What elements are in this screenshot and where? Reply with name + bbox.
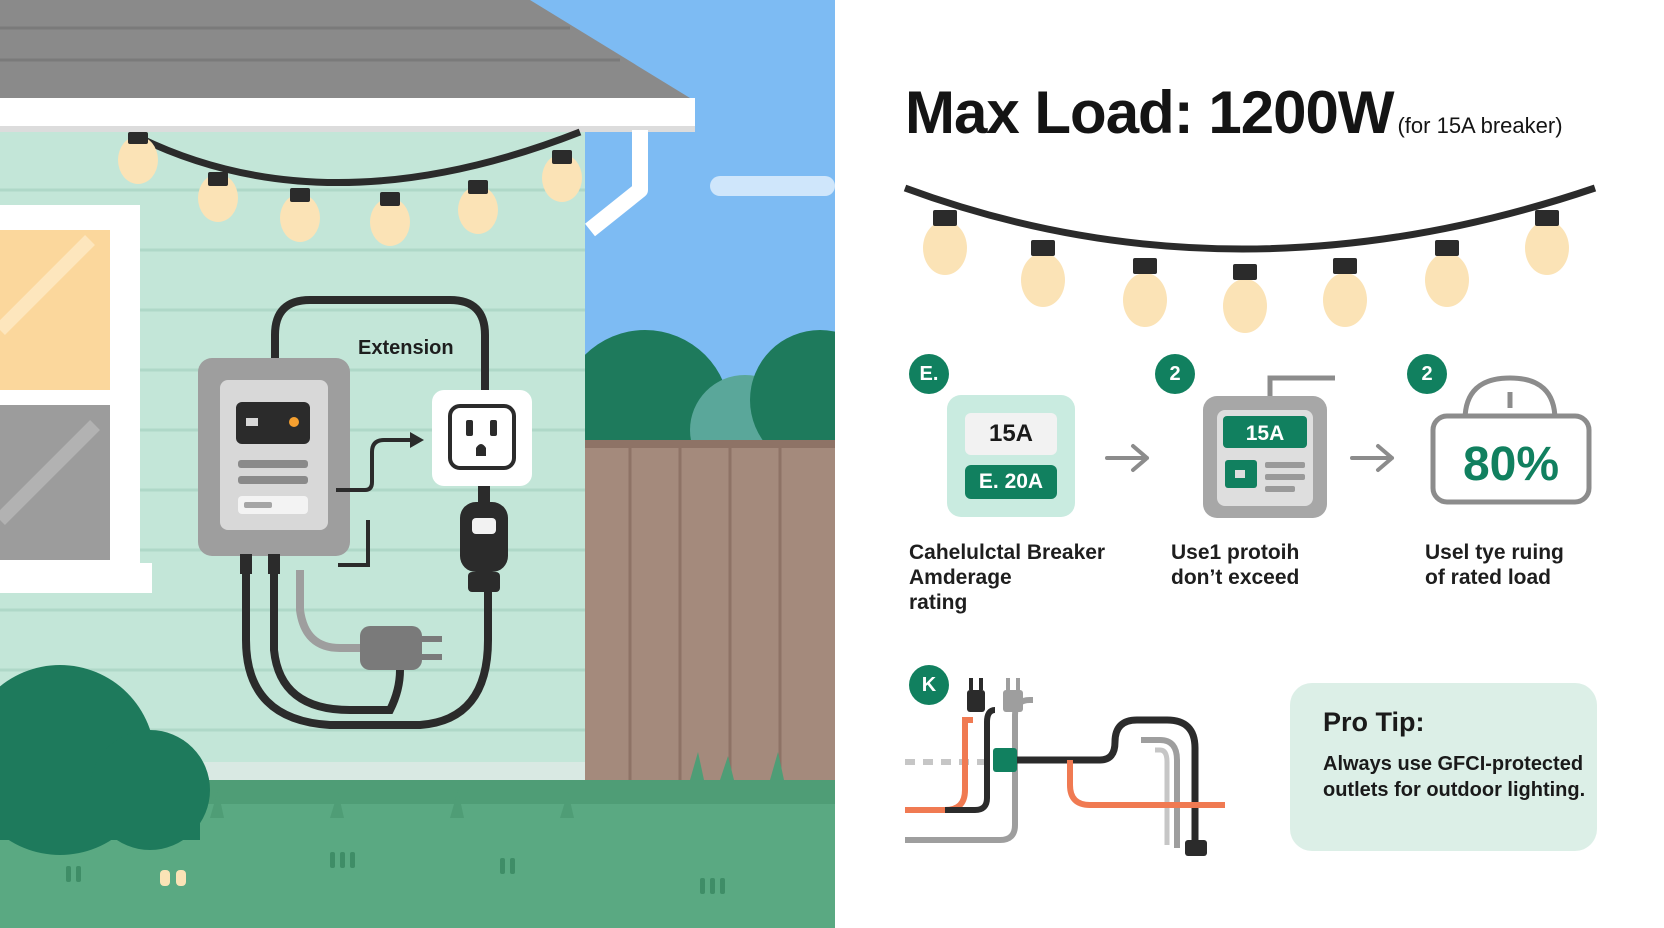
pro-tip-title: Pro Tip: [1323, 707, 1425, 737]
wooden-fence [585, 440, 835, 780]
info-panel: Max Load: 1200W(for 15A breaker) E. 2 2 … [835, 0, 1664, 928]
load-gauge-icon: 80% [1430, 375, 1592, 505]
step-1-caption: Cahelulctal Breaker Amderage rating [909, 541, 1106, 614]
pro-tip-body: Always use GFCI-protected outlets for ou… [1323, 753, 1586, 801]
extension-label: Extension [358, 337, 454, 359]
extension-cord [271, 296, 489, 500]
step-2-caption: Use1 protoih don’t exceed [1171, 541, 1300, 589]
window [0, 205, 152, 593]
foreground-bush [0, 665, 210, 855]
amperage-tile: 15A E. 20A [947, 395, 1075, 517]
page-title: Max Load: 1200W(for 15A breaker) [905, 78, 1563, 147]
breaker-note: (for 15A breaker) [1397, 113, 1563, 138]
roof [0, 0, 695, 132]
string-lights-icon [903, 184, 1597, 333]
house-scene: Extension [0, 0, 835, 928]
house-illustration: Extension [0, 0, 835, 928]
max-load-heading: Max Load: 1200W [905, 79, 1394, 146]
outlet-icon [432, 390, 532, 486]
power-strip-icon [198, 358, 350, 574]
step-2-badge: 2 [1155, 354, 1195, 394]
house-string-lights [118, 128, 582, 246]
step-3-caption: Usel tye ruing of rated load [1425, 541, 1564, 589]
black-plug-icon [460, 486, 508, 592]
wiring-icon [905, 678, 1225, 856]
amperage-15a: 15A [965, 413, 1057, 455]
step-1-badge: E. [909, 354, 949, 394]
amperage-20a: E. 20A [965, 465, 1057, 499]
breaker-icon: 15A [1203, 375, 1335, 518]
cloud [710, 176, 835, 196]
grey-plug-icon [360, 626, 442, 670]
load-80-percent: 80% [1463, 438, 1559, 491]
step-3-badge: 2 [1407, 354, 1447, 394]
pro-tip-card: Pro Tip: Always use GFCI-protected outle… [1290, 683, 1597, 851]
downspout [585, 130, 648, 237]
wiring-badge: K [909, 665, 949, 705]
connector-arrow-icon [336, 438, 412, 492]
breaker-15a-label: 15A [1246, 422, 1285, 445]
arrow-right-icon [1105, 444, 1149, 472]
cables [242, 560, 492, 729]
arrow-right-icon [1350, 444, 1394, 472]
